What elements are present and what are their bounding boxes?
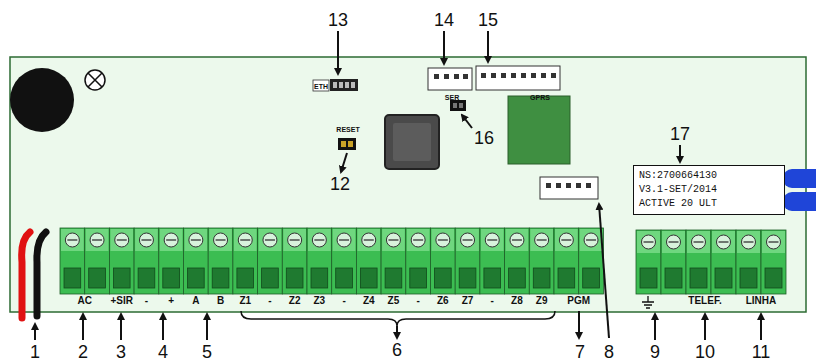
terminal-label: Z9 xyxy=(536,296,548,306)
terminal xyxy=(455,228,480,294)
callout-number: 7 xyxy=(575,343,585,361)
ser-connector xyxy=(428,68,472,90)
screw-hole xyxy=(85,70,105,90)
terminal xyxy=(736,230,761,294)
terminal xyxy=(332,228,357,294)
microcontroller xyxy=(385,115,439,169)
callout-number: 10 xyxy=(695,343,715,361)
reset-jumper xyxy=(338,138,356,150)
eth-label-plate xyxy=(313,80,329,91)
terminal-label: Z6 xyxy=(437,296,449,306)
connector-label: RESET xyxy=(336,126,359,133)
terminal xyxy=(208,228,233,294)
terminal-label: - xyxy=(416,296,419,306)
callout-number: 16 xyxy=(474,129,494,147)
callout-number: 12 xyxy=(330,175,350,193)
terminal-label: - xyxy=(145,296,148,306)
serial-sticker: NS:2700664130V3.1-SET/2014ACTIVE 20 ULT xyxy=(633,165,785,215)
terminal-label: Z8 xyxy=(511,296,523,306)
terminal xyxy=(307,228,332,294)
terminal-label: +SIR xyxy=(110,296,133,306)
black-wire xyxy=(37,232,46,316)
terminal xyxy=(258,228,283,294)
sticker-text: ACTIVE 20 ULT xyxy=(639,197,779,211)
terminal-label: Z2 xyxy=(289,296,301,306)
callout-number: 3 xyxy=(116,343,126,361)
terminal xyxy=(60,228,85,294)
buzzer xyxy=(10,68,74,132)
gprs-connector xyxy=(476,66,560,90)
terminal xyxy=(381,228,406,294)
terminal-label: - xyxy=(342,296,345,306)
terminal xyxy=(282,228,307,294)
terminal xyxy=(554,228,579,294)
capacitor xyxy=(783,192,816,211)
terminal xyxy=(134,228,159,294)
terminal-label: - xyxy=(268,296,271,306)
connector-label: SER xyxy=(445,94,459,101)
terminal xyxy=(159,228,184,294)
terminal xyxy=(761,230,786,294)
terminal-label: Z7 xyxy=(462,296,474,306)
callout-number: 2 xyxy=(78,343,88,361)
terminal xyxy=(184,228,209,294)
callout-number: 9 xyxy=(650,343,660,361)
terminal-label: AC xyxy=(77,296,91,306)
callout-number: 5 xyxy=(202,343,212,361)
callout-number: 1 xyxy=(30,343,40,361)
terminal-label: PGM xyxy=(567,296,590,306)
terminal-label: Z3 xyxy=(314,296,326,306)
jumper xyxy=(450,100,466,111)
ground-symbol xyxy=(642,296,654,308)
terminal xyxy=(529,228,554,294)
terminal xyxy=(480,228,505,294)
terminal-label: Z5 xyxy=(388,296,400,306)
terminal-label: - xyxy=(491,296,494,306)
callout-number: 8 xyxy=(604,343,614,361)
callout-number: 17 xyxy=(670,125,690,143)
terminal xyxy=(356,228,381,294)
callout-number: 14 xyxy=(434,11,454,29)
terminal-label: Z1 xyxy=(239,296,251,306)
terminal xyxy=(85,228,110,294)
sticker-text: V3.1-SET/2014 xyxy=(639,183,779,197)
terminal-label: B xyxy=(217,296,224,306)
terminal-label: TELEF. xyxy=(688,296,721,306)
terminal-label: Z4 xyxy=(363,296,375,306)
brace xyxy=(241,311,555,326)
callout-number: 4 xyxy=(158,343,168,361)
green-module xyxy=(508,96,570,164)
connector-label: ETH xyxy=(314,83,328,90)
terminal xyxy=(636,230,661,294)
terminal-label: A xyxy=(192,296,199,306)
callout-number: 13 xyxy=(328,11,348,29)
terminal xyxy=(109,228,134,294)
terminal xyxy=(579,228,604,294)
callout-number: 15 xyxy=(478,11,498,29)
callout-number: 6 xyxy=(392,341,402,359)
terminal xyxy=(661,230,686,294)
terminal-label: + xyxy=(168,296,174,306)
small-connector xyxy=(540,177,598,199)
connector-label: GPRS xyxy=(530,94,550,101)
terminal-label: LINHA xyxy=(746,296,777,306)
terminal xyxy=(431,228,456,294)
red-wire xyxy=(22,232,30,318)
terminal xyxy=(233,228,258,294)
terminal xyxy=(686,230,711,294)
eth-connector xyxy=(330,79,358,91)
terminal xyxy=(711,230,736,294)
terminal xyxy=(505,228,530,294)
pcb-board xyxy=(10,57,806,312)
capacitor xyxy=(783,169,816,188)
sticker-text: NS:2700664130 xyxy=(639,169,779,183)
terminal xyxy=(406,228,431,294)
callout-number: 11 xyxy=(752,343,771,361)
